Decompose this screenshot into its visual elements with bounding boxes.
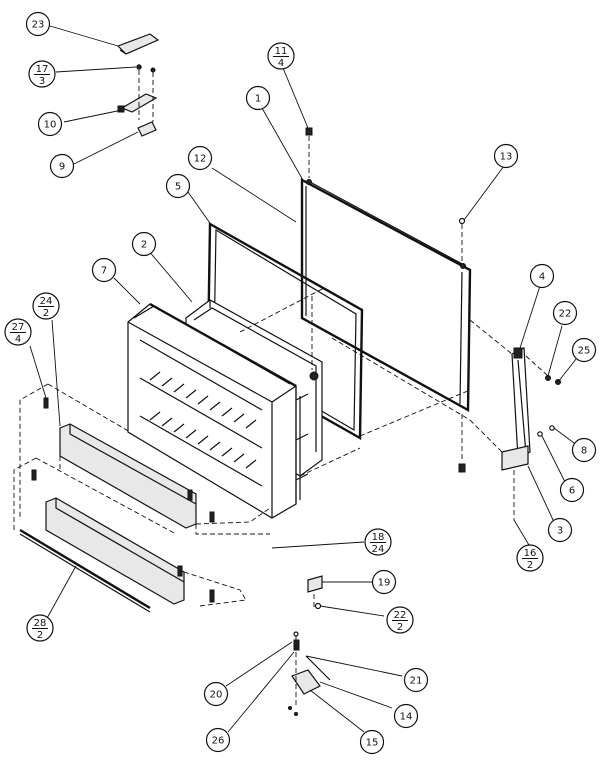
callout-number: 7 [101, 266, 107, 277]
callout-circle [552, 300, 578, 326]
part-23-handle-cap [116, 33, 160, 55]
callout-6: 6 [559, 477, 585, 503]
callout-22b: 222 [386, 606, 414, 634]
callout-circle [393, 703, 419, 729]
part-7-door-shelf-assembly [127, 302, 309, 519]
callout-number: 16 [524, 548, 537, 559]
callout-23: 23 [25, 11, 51, 37]
callout-11: 114 [267, 42, 295, 70]
callout-quantity: 2 [43, 308, 49, 319]
callout-number: 1 [255, 94, 261, 105]
callout-number: 8 [581, 446, 587, 457]
callout-circle [131, 231, 157, 257]
callout-circle [49, 153, 75, 179]
callout-27: 274 [4, 318, 32, 346]
part-hinge-top-left [117, 64, 158, 137]
callout-1: 1 [245, 85, 271, 111]
callout-number: 12 [194, 154, 207, 165]
callout-number: 3 [557, 526, 563, 537]
callout-quantity: 4 [15, 334, 21, 345]
callout-circle [571, 437, 597, 463]
callout-circle [559, 477, 585, 503]
callout-19: 19 [371, 569, 397, 595]
part-1-outer-door-panel [300, 177, 472, 413]
callout-14: 14 [393, 703, 419, 729]
callout-circle [403, 667, 429, 693]
callout-number: 13 [500, 152, 513, 163]
callout-5: 5 [165, 173, 191, 199]
callout-number: 9 [59, 162, 65, 173]
callout-number: 17 [36, 64, 49, 75]
callout-number: 23 [32, 20, 45, 31]
callout-10: 10 [37, 111, 63, 137]
callout-quantity: 2 [397, 622, 403, 633]
callout-quantity: 4 [278, 58, 284, 69]
callout-quantity: 24 [372, 544, 385, 555]
bottom-hinge-parts [288, 575, 331, 716]
callout-circle [187, 145, 213, 171]
callout-circle [371, 569, 397, 595]
callout-12: 12 [187, 145, 213, 171]
callout-number: 18 [372, 532, 385, 543]
callout-circle [571, 337, 597, 363]
callout-3: 3 [547, 517, 573, 543]
callout-number: 21 [410, 676, 423, 687]
callout-circle [529, 263, 555, 289]
callout-28: 282 [26, 614, 54, 642]
callout-20: 20 [203, 681, 229, 707]
callout-7: 7 [91, 257, 117, 283]
part-4-right-hinge [469, 319, 561, 520]
callout-number: 15 [366, 738, 379, 749]
callout-circle [37, 111, 63, 137]
callout-24: 242 [32, 292, 60, 320]
callout-number: 26 [212, 736, 225, 747]
part-28-lower-shelf-bar [13, 457, 247, 613]
callout-circle [205, 727, 231, 753]
callout-quantity: 2 [527, 560, 533, 571]
callout-number: 28 [34, 618, 47, 629]
callouts-layer: 2317310911411252713242274422258631621824… [4, 11, 597, 755]
callout-circle [91, 257, 117, 283]
callout-number: 25 [578, 346, 591, 357]
callout-number: 14 [400, 712, 413, 723]
callout-number: 5 [175, 182, 181, 193]
callout-circle [203, 681, 229, 707]
callout-circle [165, 173, 191, 199]
callout-16: 162 [516, 544, 544, 572]
callout-number: 22 [394, 610, 407, 621]
callout-2: 2 [131, 231, 157, 257]
callout-number: 11 [275, 46, 288, 57]
callout-13: 13 [493, 143, 519, 169]
callout-4: 4 [529, 263, 555, 289]
callout-25: 25 [571, 337, 597, 363]
callout-number: 19 [378, 578, 391, 589]
callout-number: 6 [569, 486, 575, 497]
top-screws [305, 127, 466, 473]
callout-26: 26 [205, 727, 231, 753]
callout-circle [245, 85, 271, 111]
assembly-guides [239, 287, 471, 477]
callout-circle [25, 11, 51, 37]
callout-number: 10 [44, 120, 57, 131]
callout-21: 21 [403, 667, 429, 693]
callout-number: 2 [141, 240, 147, 251]
callout-9: 9 [49, 153, 75, 179]
callout-number: 20 [210, 690, 223, 701]
part-24-upper-shelf-bar [19, 383, 271, 535]
callout-circle [359, 729, 385, 755]
callout-number: 24 [40, 296, 53, 307]
callout-8: 8 [571, 437, 597, 463]
callout-circle [547, 517, 573, 543]
callout-number: 27 [12, 322, 25, 333]
callout-quantity: 3 [39, 76, 45, 87]
callout-15: 15 [359, 729, 385, 755]
callout-number: 4 [539, 272, 545, 283]
callout-22a: 22 [552, 300, 578, 326]
callout-circle [493, 143, 519, 169]
callout-number: 22 [559, 309, 572, 320]
callout-17: 173 [28, 60, 56, 88]
callout-quantity: 2 [37, 630, 43, 641]
